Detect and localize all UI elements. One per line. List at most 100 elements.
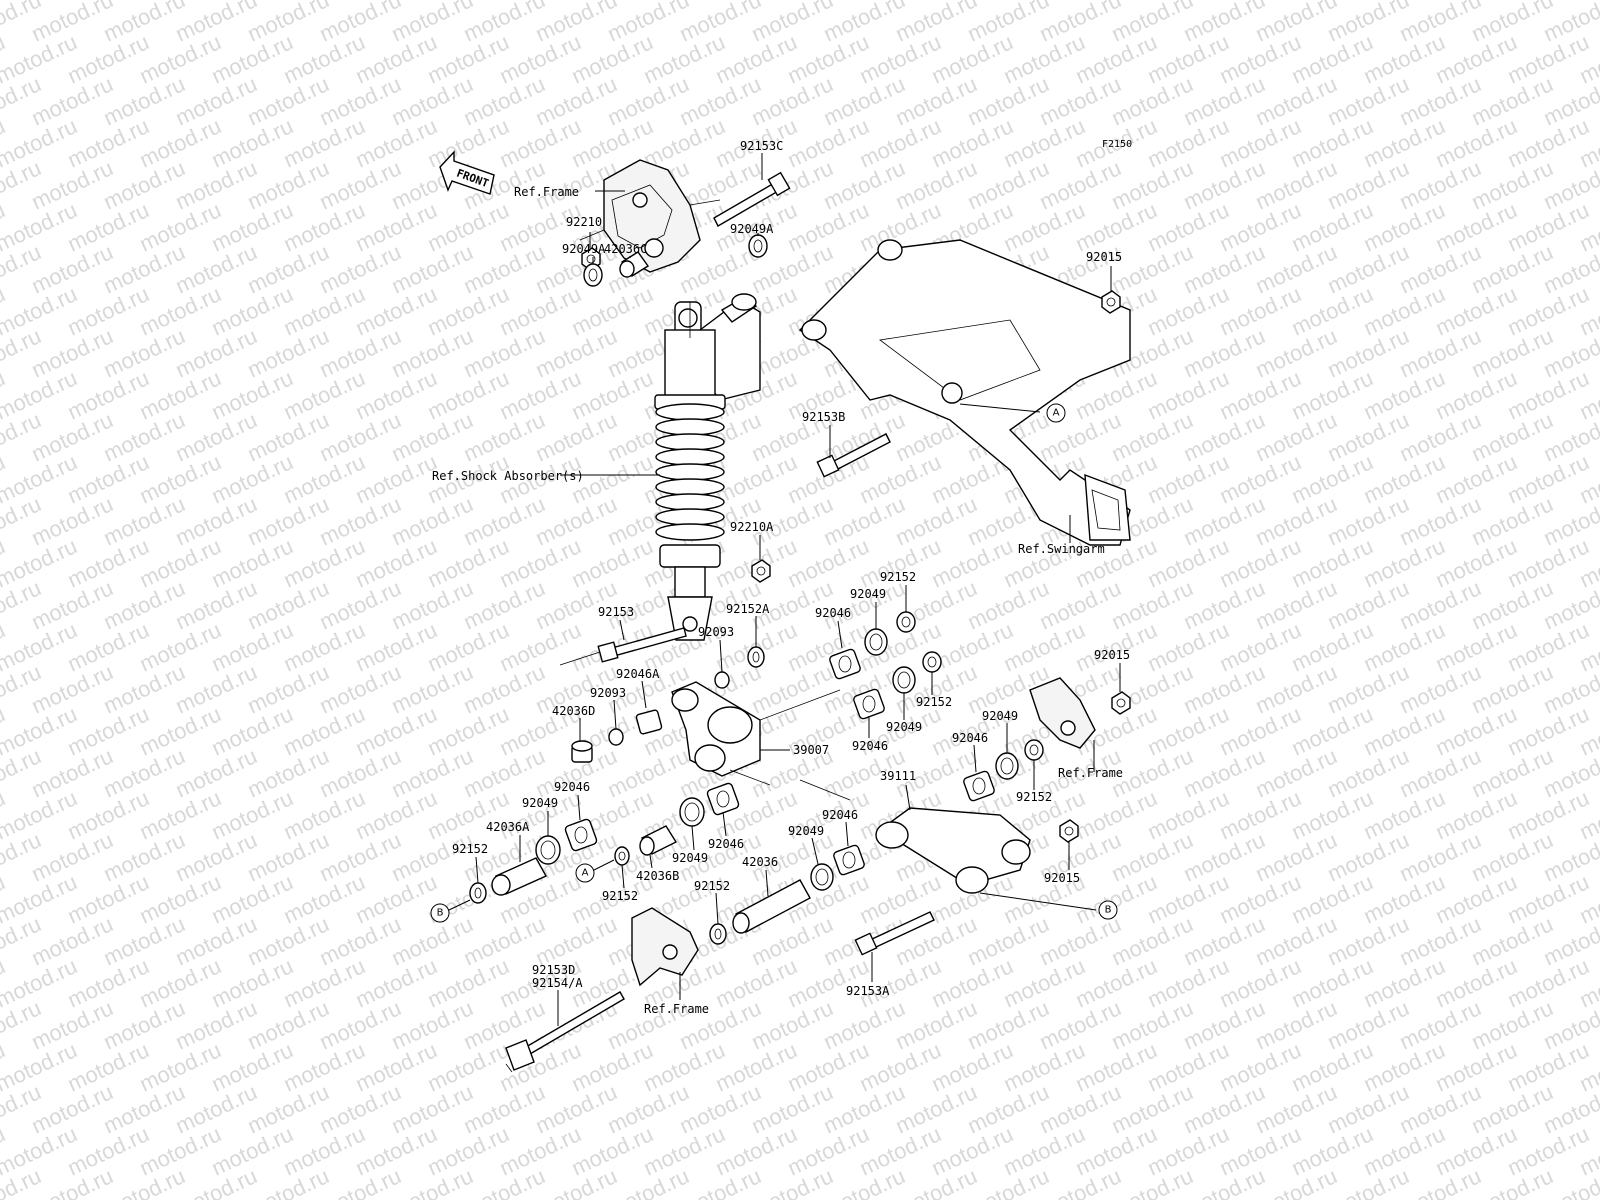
nut-92210a — [751, 559, 771, 583]
bearing-92046a — [635, 709, 663, 735]
seal-92049a-left — [583, 263, 603, 287]
part-42036d-label: 42036D — [552, 704, 595, 718]
seal-92093-right — [714, 671, 730, 689]
tie-rod-39007 — [671, 681, 761, 777]
ref-shock-absorber-label: Ref.Shock Absorber(s) — [432, 469, 584, 483]
part-42036-label: 42036 — [742, 855, 778, 869]
part-92049-right-label: 92049 — [982, 709, 1018, 723]
bearing-92046-mid — [853, 688, 885, 720]
spring-coil — [655, 463, 725, 481]
part-92152-lower-label: 92152 — [694, 879, 730, 893]
spring-coil — [655, 403, 725, 421]
spring-coil — [655, 478, 725, 496]
part-92152-far-left-label: 92152 — [452, 842, 488, 856]
bolt-92153d — [505, 991, 625, 1073]
seal-92049-lower — [679, 797, 705, 827]
diagram-code: F2150 — [1102, 139, 1132, 150]
part-92154a-label: 92154/A — [532, 976, 583, 990]
spring-coil — [655, 418, 725, 436]
part-92015-bottom-label: 92015 — [1044, 871, 1080, 885]
washer-92152-lower — [709, 923, 727, 945]
part-92152-near-a-label: 92152 — [602, 889, 638, 903]
part-42036b-label: 42036B — [636, 869, 679, 883]
ref-frame-bottom-label: Ref.Frame — [644, 1002, 709, 1016]
seal-92049-left — [535, 835, 561, 865]
part-92152a-label: 92152A — [726, 602, 770, 616]
ref-frame-right-label: Ref.Frame — [1058, 766, 1123, 780]
part-92093-left-label: 92093 — [590, 686, 626, 700]
collar-42036b — [639, 825, 678, 856]
washer-92152-far-left — [469, 882, 487, 904]
marker-a-swingarm — [1046, 403, 1066, 423]
collar-42036d — [571, 740, 593, 763]
bolt-92153 — [597, 627, 687, 663]
spring-coil — [655, 508, 725, 526]
part-92046-lower-center-label: 92046 — [822, 808, 858, 822]
part-92046a-label: 92046A — [616, 667, 660, 681]
ref-frame-top-label: Ref.Frame — [514, 185, 579, 199]
shock-absorber — [654, 293, 761, 641]
marker-a-left-label: A — [582, 868, 589, 879]
part-92015-right-label: 92015 — [1094, 648, 1130, 662]
collar-42036c — [619, 251, 650, 278]
bearing-92046-upper — [829, 648, 861, 680]
part-42036c-label: 42036C — [604, 242, 647, 256]
marker-b-right — [1098, 900, 1118, 920]
marker-a-swingarm-label: A — [1053, 408, 1060, 419]
marker-b-left-label: B — [437, 908, 444, 919]
part-39007-label: 39007 — [793, 743, 829, 757]
bearing-92046-lower — [706, 782, 740, 816]
part-92046-lower-label: 92046 — [708, 837, 744, 851]
part-39111-label: 39111 — [880, 769, 916, 783]
frame-right-bracket — [1029, 677, 1096, 749]
washer-92152-right — [1024, 739, 1044, 761]
part-92153-label: 92153 — [598, 605, 634, 619]
seal-92049-lower-center — [810, 863, 834, 891]
seal-92049-right — [995, 752, 1019, 780]
watermark-text: motod.ru — [1576, 0, 1600, 5]
part-92046-right-label: 92046 — [952, 731, 988, 745]
part-92152-mid-label: 92152 — [916, 695, 952, 709]
bearing-92046-left — [564, 818, 598, 852]
nut-92015-bottom — [1059, 819, 1079, 843]
bearing-92046-lower-center — [833, 844, 865, 876]
part-92046-mid-label: 92046 — [852, 739, 888, 753]
part-92049-mid-label: 92049 — [886, 720, 922, 734]
marker-b-left — [430, 903, 450, 923]
seal-92049-upper — [864, 628, 888, 656]
part-92152-upper-label: 92152 — [880, 570, 916, 584]
part-92153b-label: 92153B — [802, 410, 845, 424]
bolt-92153b — [816, 433, 891, 478]
part-92152-right-label: 92152 — [1016, 790, 1052, 804]
part-92015-top-label: 92015 — [1086, 250, 1122, 264]
part-92210-label: 92210 — [566, 215, 602, 229]
marker-a-left — [575, 863, 595, 883]
spring-coil — [655, 433, 725, 451]
part-92153a-label: 92153A — [846, 984, 890, 998]
collar-42036 — [732, 879, 811, 934]
swingarm — [798, 239, 1131, 546]
part-92046-upper-label: 92046 — [815, 606, 851, 620]
part-92049-lower-center-label: 92049 — [788, 824, 824, 838]
washer-92152a — [747, 646, 765, 668]
part-92046-left-label: 92046 — [554, 780, 590, 794]
frame-top-bracket — [579, 159, 721, 273]
part-92049-upper-label: 92049 — [850, 587, 886, 601]
collar-42036a — [491, 857, 547, 896]
part-92049a-top-label: 92049A — [730, 222, 774, 236]
part-92153d-label: 92153D — [532, 963, 575, 977]
seal-92049a-top — [748, 234, 768, 258]
nut-92015-right — [1111, 691, 1131, 715]
washer-92152-mid — [922, 651, 942, 673]
spring-coil — [655, 448, 725, 466]
rocker-arm-39111 — [875, 807, 1031, 894]
bolt-92153c — [713, 171, 791, 227]
spring-coil — [655, 523, 725, 541]
part-92049-left-label: 92049 — [522, 796, 558, 810]
marker-b-right-label: B — [1105, 905, 1112, 916]
seal-92093-left — [608, 728, 624, 746]
spring-coil — [655, 493, 725, 511]
washer-92152-near-a — [614, 846, 630, 866]
